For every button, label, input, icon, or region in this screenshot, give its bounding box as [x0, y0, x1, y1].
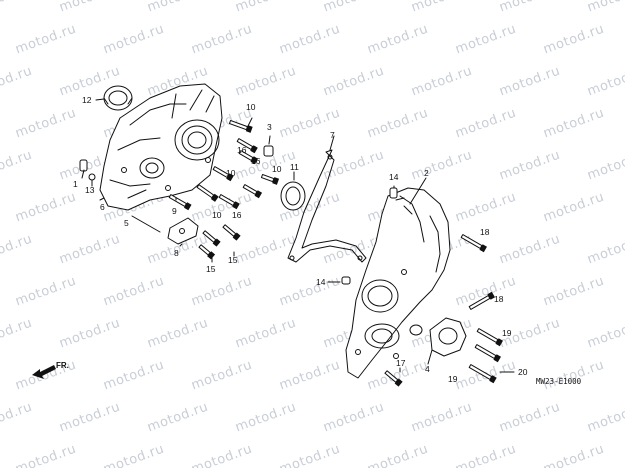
bolt-left-7: [242, 184, 263, 199]
bolt-right-4: [474, 344, 501, 363]
bolt-right-3: [476, 328, 503, 347]
collar-3: [263, 145, 274, 157]
callout-14b: 14: [316, 277, 326, 287]
oil-seal-11: [280, 181, 306, 211]
callout-16a: 16: [237, 145, 247, 155]
oil-seal-12: [103, 85, 133, 111]
bolt-right-5: [468, 364, 497, 384]
bracket-8: [167, 217, 199, 245]
bolt-left-4: [212, 166, 234, 182]
callout-10b: 10: [226, 168, 236, 178]
front-direction-arrow: FR.: [32, 361, 69, 379]
bolt-right-2: [468, 291, 495, 310]
left-housing: [99, 83, 223, 211]
callout-2: 2: [424, 168, 429, 178]
bolt-left-5: [196, 184, 219, 202]
bolt-left-10: [202, 230, 221, 247]
bolt-left-2: [236, 138, 258, 154]
bolt-left-9: [168, 194, 192, 211]
callout-3: 3: [267, 122, 272, 132]
callout-18b: 18: [494, 294, 504, 304]
callout-15a: 15: [206, 264, 216, 274]
bolts-left-group: [168, 119, 280, 260]
direction-label: FR.: [56, 361, 69, 370]
callout-5: 5: [124, 218, 129, 228]
callout-6: 6: [100, 202, 105, 212]
callout-10c: 10: [272, 164, 282, 174]
leader-lines: [81, 98, 515, 373]
diagram-code: MW23-E1000: [536, 377, 582, 386]
callout-8: 8: [174, 248, 179, 258]
right-cover-2: [345, 187, 451, 379]
callout-11: 11: [290, 162, 299, 172]
bolt-left-1: [228, 119, 253, 133]
callout-10d: 10: [212, 210, 222, 220]
bolt-left-8: [260, 173, 280, 185]
bolt-left-12: [198, 244, 216, 260]
callout-19b: 19: [448, 374, 458, 384]
callout-10a: 10: [246, 102, 256, 112]
callout-16b: 16: [251, 156, 261, 166]
bolts-right-group: [384, 234, 503, 387]
callout-1: 1: [73, 179, 78, 189]
gasket-7: [287, 149, 367, 263]
callout-15b: 15: [228, 255, 238, 265]
bolt-left-11: [222, 224, 241, 241]
cap-4: [429, 317, 467, 357]
bolt-left-6: [218, 194, 240, 210]
callout-13: 13: [85, 185, 95, 195]
callout-16c: 16: [232, 210, 242, 220]
callout-19a: 19: [502, 328, 512, 338]
callout-4: 4: [425, 364, 430, 374]
dowels-14: [341, 187, 398, 285]
callout-14a: 14: [389, 172, 399, 182]
callout-7: 7: [330, 130, 335, 140]
callout-17: 17: [396, 358, 406, 368]
callout-12: 12: [82, 95, 92, 105]
bolt-left-3: [238, 150, 259, 165]
callout-labels: 12 1 13 6 5 9 8 15 15 10 3 16 16 10 10 1…: [73, 95, 528, 384]
bolt-right-1: [460, 234, 487, 253]
callout-9: 9: [172, 206, 177, 216]
callout-20: 20: [518, 367, 528, 377]
callout-18a: 18: [480, 227, 490, 237]
bolt-right-6: [384, 370, 403, 387]
